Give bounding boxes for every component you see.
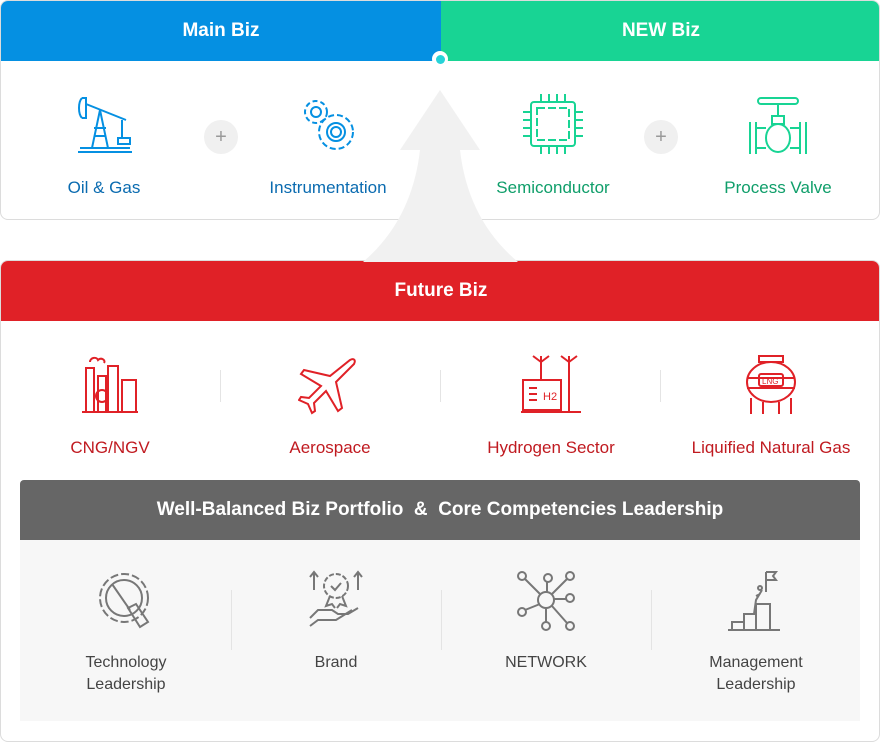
future-biz-header: Future Biz bbox=[1, 261, 879, 321]
oil-pump-icon bbox=[78, 97, 132, 153]
network-label: NETWORK bbox=[505, 654, 587, 671]
management-line2: Leadership bbox=[716, 676, 796, 693]
divider bbox=[441, 590, 442, 650]
svg-text:LNG: LNG bbox=[762, 377, 778, 386]
new-biz-header: NEW Biz bbox=[441, 1, 879, 61]
divider bbox=[651, 590, 652, 650]
plus-icon: + bbox=[204, 120, 238, 154]
aerospace-label: Aerospace bbox=[289, 438, 371, 457]
factory-icon bbox=[82, 356, 138, 413]
divider bbox=[220, 370, 221, 402]
plus-icon: + bbox=[644, 120, 678, 154]
lng-tank-icon: LNG bbox=[746, 355, 796, 414]
main-biz-header: Main Biz bbox=[1, 1, 441, 61]
valve-icon bbox=[749, 97, 807, 154]
new-biz-item-process-valve: Process Valve bbox=[678, 92, 878, 198]
future-item-hydrogen: H2 Hydrogen Sector bbox=[451, 352, 651, 458]
divider bbox=[440, 370, 441, 402]
summit-flag-icon bbox=[728, 571, 780, 631]
gear-wrench-icon bbox=[99, 573, 150, 629]
competency-management: Management Leadership bbox=[656, 568, 856, 696]
network-icon bbox=[517, 571, 575, 631]
chip-icon bbox=[523, 94, 583, 154]
airplane-icon bbox=[298, 358, 356, 415]
connector-dot bbox=[432, 51, 448, 67]
gears-icon bbox=[304, 100, 354, 150]
technology-line1: Technology bbox=[85, 654, 167, 671]
award-hand-icon bbox=[309, 570, 363, 627]
cng-ngv-label: CNG/NGV bbox=[70, 438, 150, 457]
hydrogen-sector-label: Hydrogen Sector bbox=[487, 438, 615, 457]
future-item-aerospace: Aerospace bbox=[230, 352, 430, 458]
process-valve-label: Process Valve bbox=[724, 178, 832, 197]
competency-brand: Brand bbox=[236, 568, 436, 674]
svg-text:H2: H2 bbox=[543, 391, 557, 403]
future-item-cng: CNG/NGV bbox=[10, 352, 210, 458]
main-biz-item-instrumentation: Instrumentation bbox=[228, 92, 428, 198]
management-line1: Management bbox=[709, 654, 803, 671]
competency-technology: Technology Leadership bbox=[26, 568, 226, 696]
lng-label: Liquified Natural Gas bbox=[691, 438, 851, 457]
hydrogen-icon: H2 bbox=[521, 355, 581, 413]
instrumentation-label: Instrumentation bbox=[269, 178, 387, 197]
portfolio-header: Well-Balanced Biz Portfolio & Core Compe… bbox=[20, 480, 860, 540]
main-biz-item-oil-gas: Oil & Gas bbox=[4, 92, 204, 198]
semiconductor-label: Semiconductor bbox=[496, 178, 610, 197]
divider bbox=[231, 590, 232, 650]
competency-network: NETWORK bbox=[446, 568, 646, 674]
new-biz-item-semiconductor: Semiconductor bbox=[453, 92, 653, 198]
oil-gas-label: Oil & Gas bbox=[67, 178, 141, 197]
technology-line2: Leadership bbox=[86, 676, 166, 693]
future-item-lng: LNG Liquified Natural Gas bbox=[671, 352, 871, 458]
portfolio-panel bbox=[20, 540, 860, 721]
divider bbox=[660, 370, 661, 402]
brand-label: Brand bbox=[314, 654, 358, 671]
